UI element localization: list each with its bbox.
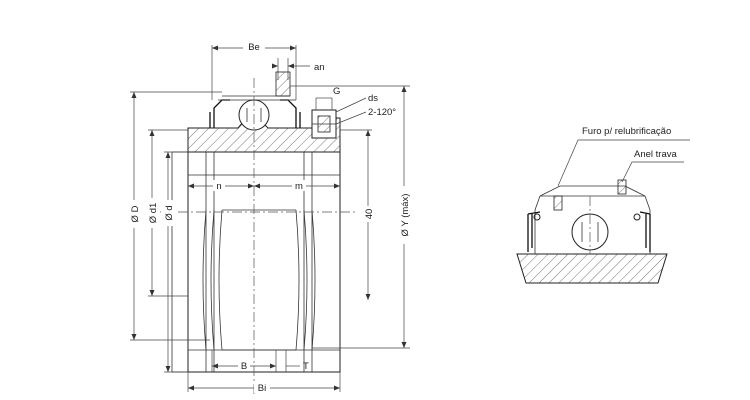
seal-left: [209, 99, 230, 128]
label-an: an: [314, 62, 325, 73]
label-d1: Ø d1: [148, 203, 159, 224]
label-g: G: [333, 86, 340, 97]
label-y-max: Ø Y (máx): [400, 194, 411, 237]
dim-d-outer: Ø D: [127, 91, 222, 341]
label-forty: 40: [364, 209, 375, 220]
dim-ds: ds: [335, 93, 378, 113]
label-t: T: [303, 361, 309, 372]
label-n: n: [216, 181, 221, 192]
dim-b-t: B T: [211, 350, 309, 372]
dim-bi: Bi: [187, 372, 341, 394]
detail-ball: [571, 196, 609, 254]
label-bi: Bi: [258, 383, 266, 394]
detail-seal-view: Furo p/ relubrificação Anel trava: [516, 126, 690, 284]
outer-ring-lower: [202, 209, 316, 351]
label-ds: ds: [368, 93, 378, 104]
dim-d1: Ø d1: [145, 129, 188, 297]
label-d: Ø d: [164, 205, 175, 220]
label-anel: Anel trava: [634, 149, 677, 160]
label-d-outer: Ø D: [130, 205, 141, 222]
dim-be: Be: [211, 40, 297, 100]
set-screw: [311, 109, 337, 139]
label-be: Be: [248, 42, 260, 53]
main-section-view: Be an G ds 2-120°: [127, 40, 411, 395]
label-b: B: [241, 361, 247, 372]
dim-angle: 2-120°: [335, 107, 396, 125]
dim-y-max: Ø Y (máx): [290, 85, 411, 349]
dim-an: an: [272, 58, 325, 97]
dim-40: 40: [340, 129, 375, 300]
dim-g: G: [315, 86, 340, 110]
leader-anel: [621, 161, 684, 183]
seal-right: [280, 99, 301, 128]
dim-n-m: n m: [188, 180, 340, 192]
leader-furo: [557, 139, 690, 187]
label-angle: 2-120°: [368, 107, 396, 118]
label-m: m: [295, 181, 303, 192]
dim-d: Ø d: [161, 151, 188, 373]
label-furo: Furo p/ relubrificação: [582, 126, 671, 137]
